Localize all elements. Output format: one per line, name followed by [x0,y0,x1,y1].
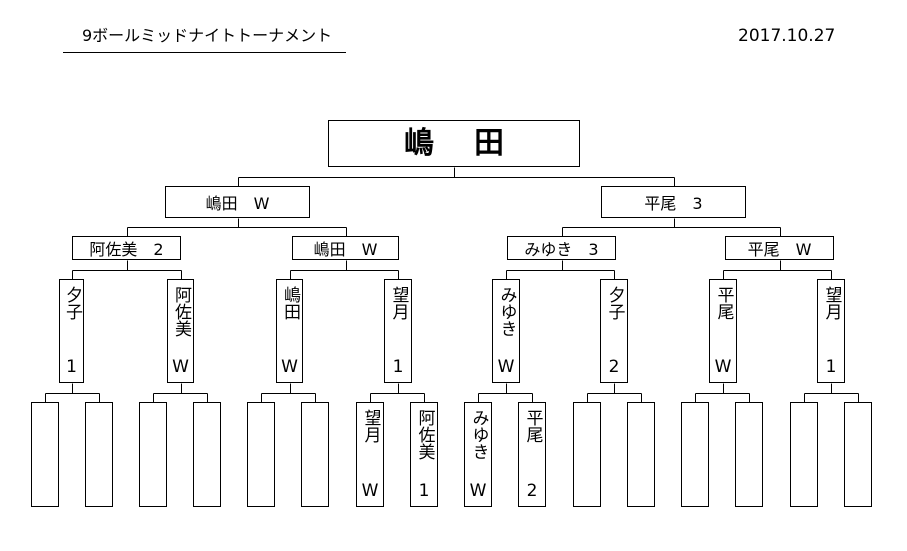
page-title: 9ボールミッドナイトトーナメント [82,26,333,45]
round1-slot-11 [573,402,601,507]
round2-slot-6: 夕子 2 [600,279,628,383]
champion-name: 嶋田 [404,125,544,161]
player-name: 嶋田 [280,286,300,320]
round1-slot-9: みゆき W [464,402,492,507]
champion-box: 嶋田 [328,120,580,167]
player-result: 1 [66,357,77,377]
player-result: W [361,481,379,501]
quarterfinal-box-3: みゆき 3 [507,236,616,260]
round1-slot-14 [735,402,763,507]
player-result: W [497,357,515,377]
round2-slot-2: 阿佐美 W [167,279,194,383]
player-result: 1 [392,357,404,377]
title-underline [63,52,346,53]
round1-slot-13 [681,402,709,507]
round1-slot-7: 望月 W [356,402,384,507]
player-result: 1 [418,481,430,501]
quarterfinal-box-4: 平尾 W [725,236,834,260]
round2-slot-1: 夕子 1 [59,279,84,383]
round2-slot-3: 嶋田 W [276,279,303,383]
player-name: 阿佐美 [414,409,435,460]
round1-slot-16 [844,402,872,507]
player-result: W [281,357,298,377]
player-result: W [469,481,487,501]
round2-slot-5: みゆき W [492,279,520,383]
player-name: 平尾 [522,409,543,443]
round1-slot-1 [31,402,59,507]
player-name: 望月 [360,409,381,443]
player-result: 2 [526,481,538,501]
quarterfinal-box-1: 阿佐美 2 [72,236,181,260]
semifinal-box-1: 嶋田 W [165,186,310,218]
player-result: W [172,357,189,377]
player-name: 夕子 [62,286,82,320]
player-name: 阿佐美 [171,286,191,337]
semifinal-box-2: 平尾 3 [601,186,746,218]
round1-slot-6 [301,402,329,507]
player-name: みゆき [496,286,517,337]
event-date: 2017.10.27 [738,26,836,46]
player-result: 1 [825,357,837,377]
round1-slot-12 [627,402,655,507]
player-name: 望月 [388,286,409,320]
round1-slot-10: 平尾 2 [518,402,546,507]
quarterfinal-box-2: 嶋田 W [292,236,399,260]
player-name: 平尾 [713,286,734,320]
player-result: W [714,357,732,377]
player-name: 望月 [821,286,842,320]
round2-slot-7: 平尾 W [709,279,737,383]
round1-slot-8: 阿佐美 1 [410,402,438,507]
round1-slot-3 [139,402,167,507]
round2-slot-8: 望月 1 [817,279,845,383]
player-result: 2 [608,357,620,377]
player-name: みゆき [468,409,489,460]
player-name: 夕子 [604,286,625,320]
round1-slot-15 [790,402,818,507]
round1-slot-2 [85,402,113,507]
round1-slot-5 [247,402,275,507]
round2-slot-4: 望月 1 [384,279,412,383]
round1-slot-4 [193,402,221,507]
